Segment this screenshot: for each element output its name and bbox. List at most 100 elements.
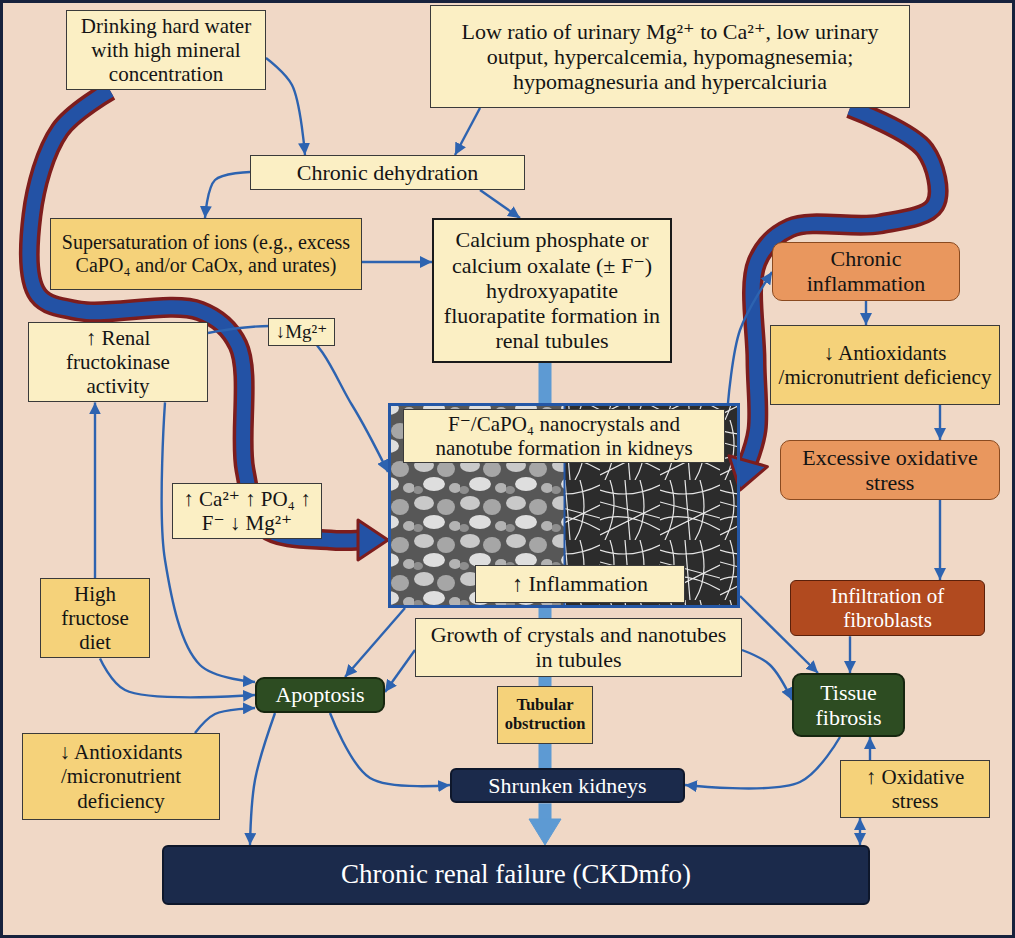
- arrow-head: [358, 520, 388, 560]
- process-box: ↑ Inflammation: [475, 565, 685, 603]
- outcome-box: Tissue fibrosis: [792, 673, 905, 737]
- arrow-connector: [850, 636, 851, 673]
- box-text: Chronic dehydration: [257, 160, 518, 185]
- factor-box: ↑ Oxidative stress: [840, 760, 990, 818]
- edge-label-box: ↑ Ca²⁺ ↑ PO₄ ↑ F⁻ ↓ Mg²⁺: [172, 483, 322, 539]
- box-text: Growth of crystals and nanotubes in tubu…: [422, 622, 735, 673]
- arrow-connector: [860, 818, 861, 845]
- box-text: ↑ Renal fructokinase activity: [35, 326, 201, 398]
- factor-box: Tubular obstruction: [497, 686, 593, 744]
- arrow-connector: [266, 58, 305, 155]
- box-text: Chronic renal failure (CKDmfo): [170, 859, 862, 890]
- connector-line: [742, 650, 792, 700]
- box-text: High fructose diet: [47, 582, 143, 654]
- process-box: Low ratio of urinary Mg²⁺ to Ca²⁺, low u…: [430, 5, 910, 108]
- box-text: ↑ Oxidative stress: [847, 765, 983, 813]
- connector-line: [859, 818, 861, 845]
- box-text: ↓ Antioxidants /micronutrient deficiency: [777, 341, 993, 389]
- connector-line: [94, 402, 96, 578]
- box-text: Low ratio of urinary Mg²⁺ to Ca²⁺, low u…: [437, 19, 903, 95]
- arrow-connector: [480, 190, 520, 218]
- connector-line: [250, 713, 275, 845]
- main-pathway-bar: [545, 363, 546, 403]
- process-box: Drinking hard water with high mineral co…: [66, 10, 266, 90]
- arrow-connector: [870, 737, 871, 760]
- panel-heading: F⁻/CaPO₄ nanocrystals and nanotube forma…: [403, 409, 725, 463]
- arrow-connector: [250, 713, 275, 845]
- connector-line: [205, 172, 250, 218]
- connector-line: [100, 658, 255, 697]
- arrow-connector: [866, 301, 867, 325]
- connector-line: [685, 737, 840, 788]
- bar-body: [539, 608, 552, 618]
- connector-line: [865, 301, 867, 325]
- bar-body: [539, 677, 552, 686]
- connector-line: [266, 58, 305, 155]
- box-text: Calcium phosphate or calcium oxalate (± …: [440, 227, 664, 353]
- arrow-connector: [208, 326, 388, 472]
- arrow-connector: [162, 402, 255, 682]
- arrow-connector: [195, 708, 255, 733]
- process-box: Calcium phosphate or calcium oxalate (± …: [432, 218, 672, 363]
- main-pathway-bar: [545, 744, 546, 768]
- box-text: Tubular obstruction: [504, 696, 586, 734]
- connector-line: [480, 190, 520, 218]
- bar-body: [539, 363, 552, 403]
- connector-line: [849, 636, 851, 673]
- connector-line: [362, 261, 432, 263]
- arrow-connector: [742, 650, 792, 700]
- arrow-connector: [362, 262, 432, 263]
- box-text: Chronic inflammation: [779, 246, 953, 297]
- arrow-connector: [455, 108, 480, 155]
- connector-line: [208, 326, 388, 472]
- process-box: Chronic inflammation: [772, 242, 960, 301]
- factor-box: High fructose diet: [40, 578, 150, 658]
- box-text: Tissue fibrosis: [800, 680, 897, 731]
- box-text: ↑ Inflammation: [482, 571, 678, 596]
- connector-line: [162, 402, 255, 682]
- outcome-box: Shrunken kidneys: [450, 768, 685, 803]
- bar-body: [539, 803, 552, 821]
- process-box: Excessive oxidative stress: [780, 440, 1000, 500]
- arrow-connector: [685, 737, 840, 788]
- image-panel: F⁻/CaPO₄ nanocrystals and nanotube forma…: [388, 403, 740, 608]
- process-box: Chronic dehydration: [250, 155, 525, 190]
- connector-line: [939, 405, 941, 440]
- arrow-head: [529, 819, 561, 845]
- box-text: Shrunken kidneys: [458, 773, 677, 798]
- arrow-head: [729, 456, 767, 490]
- connector-line: [385, 650, 415, 692]
- connector-line: [455, 108, 480, 155]
- arrow-connector: [940, 405, 941, 440]
- main-pathway-bar: [545, 677, 546, 686]
- arrow-connector: [330, 713, 450, 786]
- arrow-connector: [385, 650, 415, 692]
- process-box: Infiltration of fibroblasts: [790, 580, 985, 636]
- edge-label: ↓Mg²⁺: [273, 321, 330, 343]
- arrow-connector: [728, 272, 772, 403]
- factor-box: ↓ Antioxidants /micronutrient deficiency: [770, 325, 1000, 405]
- box-text: Supersaturation of ions (e.g., excess Ca…: [57, 231, 355, 277]
- box-text: Infiltration of fibroblasts: [797, 584, 978, 632]
- connector-line: [345, 608, 405, 677]
- arrow-connector: [940, 500, 941, 580]
- factor-box: Supersaturation of ions (e.g., excess Ca…: [50, 218, 362, 290]
- connector-line: [869, 737, 871, 760]
- box-text: Drinking hard water with high mineral co…: [73, 14, 259, 86]
- bar-body: [539, 744, 552, 768]
- main-pathway-bar: [545, 608, 546, 618]
- connector-line: [330, 713, 450, 786]
- arrow-connector: [100, 658, 255, 697]
- box-text: Excessive oxidative stress: [787, 445, 993, 496]
- connector-line: [939, 500, 941, 580]
- main-pathway-bar: [529, 803, 561, 845]
- edge-label-box: ↓Mg²⁺: [268, 318, 335, 346]
- process-box: Growth of crystals and nanotubes in tubu…: [415, 618, 742, 677]
- connector-line: [728, 272, 772, 403]
- box-text: ↓ Antioxidants /micronutrient deficiency: [29, 740, 213, 812]
- arrow-connector: [95, 402, 96, 578]
- process-box: ↑ Renal fructokinase activity: [28, 322, 208, 402]
- outcome-box: Chronic renal failure (CKDmfo): [162, 845, 870, 905]
